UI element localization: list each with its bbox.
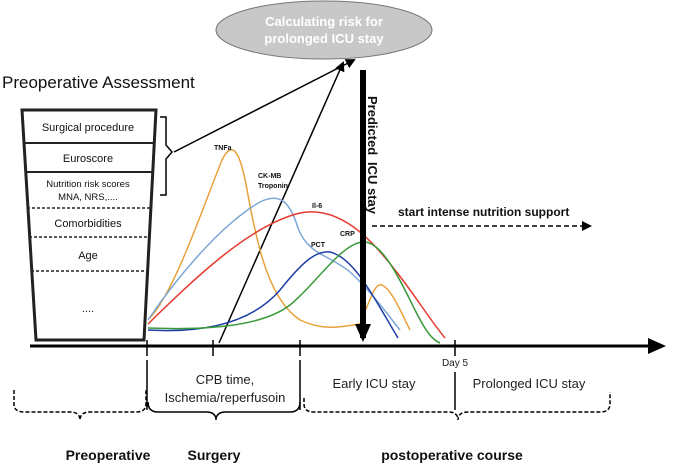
funnel-item-age: Age [78,250,98,262]
phase-cpb-line2: Ischemia/reperfusoin [165,390,286,405]
funnel-item-more: .... [82,303,94,315]
predicted-line2: ICU stay [365,162,380,215]
ellipse-line1: Calculating risk for [265,14,383,29]
curve-il6 [147,211,446,339]
brace-preoperative [13,390,147,421]
risk-calculation-ellipse: Calculating risk for prolonged ICU stay [215,0,433,60]
funnel-item-surgical: Surgical procedure [42,122,134,134]
assessment-funnel: Surgical procedure Euroscore Nutrition r… [20,108,158,342]
label-ckmb: CK-MB [258,173,281,180]
label-troponin: Troponin [258,183,288,190]
funnel-item-comorbidities: Comorbidities [54,218,122,230]
phase-prolonged-icu: Prolonged ICU stay [473,376,586,391]
label-surgery: Surgery [188,447,241,463]
label-preoperative: Preoperative [66,447,151,463]
funnel-item-nutrition: Nutrition risk scores [46,179,130,190]
ellipse-line2: prolonged ICU stay [264,31,384,46]
label-postoperative: postoperative course [381,447,523,463]
phase-early-icu: Early ICU stay [332,376,416,391]
funnel-item-mna: MNA, NRS,.... [58,192,118,203]
predicted-line1: Predicted [365,96,380,155]
phase-cpb-line1: CPB time, [196,372,255,387]
curve-tnfa [149,149,361,328]
biomarker-curves: TNFa CK-MB Troponin Il-6 PCT CRP [147,145,446,344]
funnel-item-euroscore: Euroscore [63,153,113,165]
curve-crp [147,241,441,344]
curve-tnfa-tail [359,284,411,331]
label-pct: PCT [311,242,326,249]
label-il6: Il-6 [312,203,322,210]
brace-to-ellipse-arrow [173,59,356,153]
preop-assessment-title: Preoperative Assessment [2,73,195,92]
nutrition-label: start intense nutrition support [398,205,569,219]
brace-postoperative [303,392,611,421]
label-tnfa: TNFa [214,145,232,152]
day5-label: Day 5 [442,358,469,369]
label-crp: CRP [340,231,355,238]
brace-surgery [147,401,301,421]
funnel-brace [160,116,173,196]
surgery-to-ellipse-arrow [218,61,345,344]
